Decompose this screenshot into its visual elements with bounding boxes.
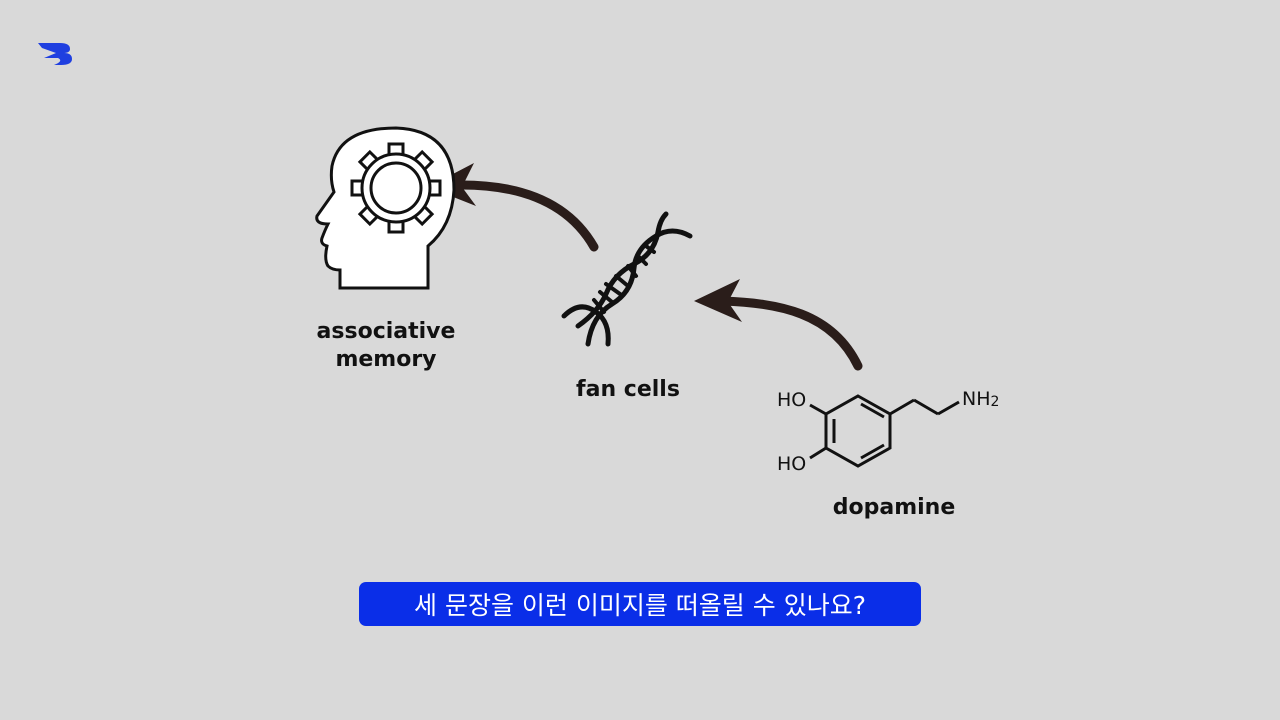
associative-label-line-2: memory xyxy=(335,347,437,372)
arrow-dopamine-to-fan xyxy=(694,279,863,371)
ho-top-label: HO xyxy=(777,389,806,411)
associative-memory-label: associative memory xyxy=(296,318,476,374)
amine-label: NH2 xyxy=(962,388,999,410)
head-gear-icon xyxy=(315,126,456,290)
dopamine-structure-icon: HO HO NH2 xyxy=(777,388,999,475)
ho-bottom-label: HO xyxy=(777,453,806,475)
subtitle-caption: 세 문장을 이런 이미지를 떠올릴 수 있나요? xyxy=(359,582,921,626)
fan-cells-label: fan cells xyxy=(576,377,680,402)
dna-icon xyxy=(561,211,693,347)
associative-label-line-1: associative xyxy=(316,319,456,344)
dopamine-label: dopamine xyxy=(832,495,956,520)
logo-icon xyxy=(38,43,72,65)
